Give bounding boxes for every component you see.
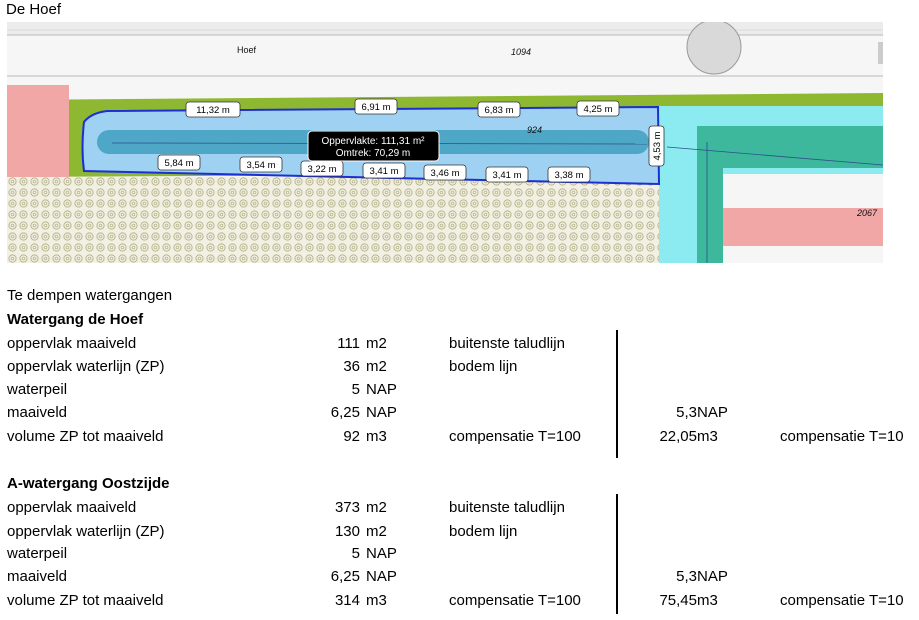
svg-text:3,54 m: 3,54 m: [246, 160, 275, 171]
measure-label: 3,38 m: [547, 166, 591, 183]
measure-label-vertical: 4,53 m: [648, 125, 665, 167]
measure-label: 6,91 m: [354, 98, 398, 115]
measure-label: 5,84 m: [157, 154, 201, 171]
popup-perimeter: Omtrek: 70,29 m: [336, 148, 410, 159]
svg-text:3,22 m: 3,22 m: [307, 164, 336, 175]
measure-label: 3,22 m: [300, 160, 344, 177]
measure-label: 11,32 m: [185, 101, 241, 118]
parcel-number: 924: [527, 125, 542, 135]
measurement-popup: Oppervlakte: 111,31 m² Omtrek: 70,29 m: [307, 130, 440, 162]
measure-label: 3,54 m: [239, 156, 283, 173]
measure-label: 6,83 m: [477, 101, 521, 118]
page-title: De Hoef: [6, 1, 62, 18]
svg-text:6,83 m: 6,83 m: [484, 105, 513, 116]
hatched-area: [7, 177, 659, 263]
svg-text:4,53 m: 4,53 m: [652, 131, 663, 160]
street-label: Hoef: [237, 45, 257, 55]
svg-text:3,41 m: 3,41 m: [492, 170, 521, 181]
svg-text:3,41 m: 3,41 m: [369, 166, 398, 177]
map-view[interactable]: Hoef 1094 924 2067 11,32 m 6,91 m 6,83 m…: [7, 22, 883, 263]
parcel-number: 1094: [511, 47, 531, 57]
measure-label: 3,41 m: [362, 162, 406, 179]
svg-text:11,32 m: 11,32 m: [196, 105, 230, 116]
svg-text:5,84 m: 5,84 m: [164, 158, 193, 169]
parcel-number: 2067: [856, 208, 878, 218]
measure-label: 3,46 m: [423, 164, 467, 181]
svg-text:3,46 m: 3,46 m: [430, 168, 459, 179]
popup-area: Oppervlakte: 111,31 m²: [321, 136, 425, 147]
measure-label: 3,41 m: [485, 166, 529, 183]
tree-symbol: [686, 22, 742, 75]
svg-text:4,25 m: 4,25 m: [583, 104, 612, 115]
column-divider: [616, 330, 618, 458]
pink-parcel-right: [721, 208, 883, 246]
column-divider: [616, 494, 618, 614]
svg-text:3,38 m: 3,38 m: [554, 170, 583, 181]
svg-text:6,91 m: 6,91 m: [361, 102, 390, 113]
pink-parcel-left: [7, 85, 69, 177]
measure-label: 4,25 m: [576, 100, 620, 117]
